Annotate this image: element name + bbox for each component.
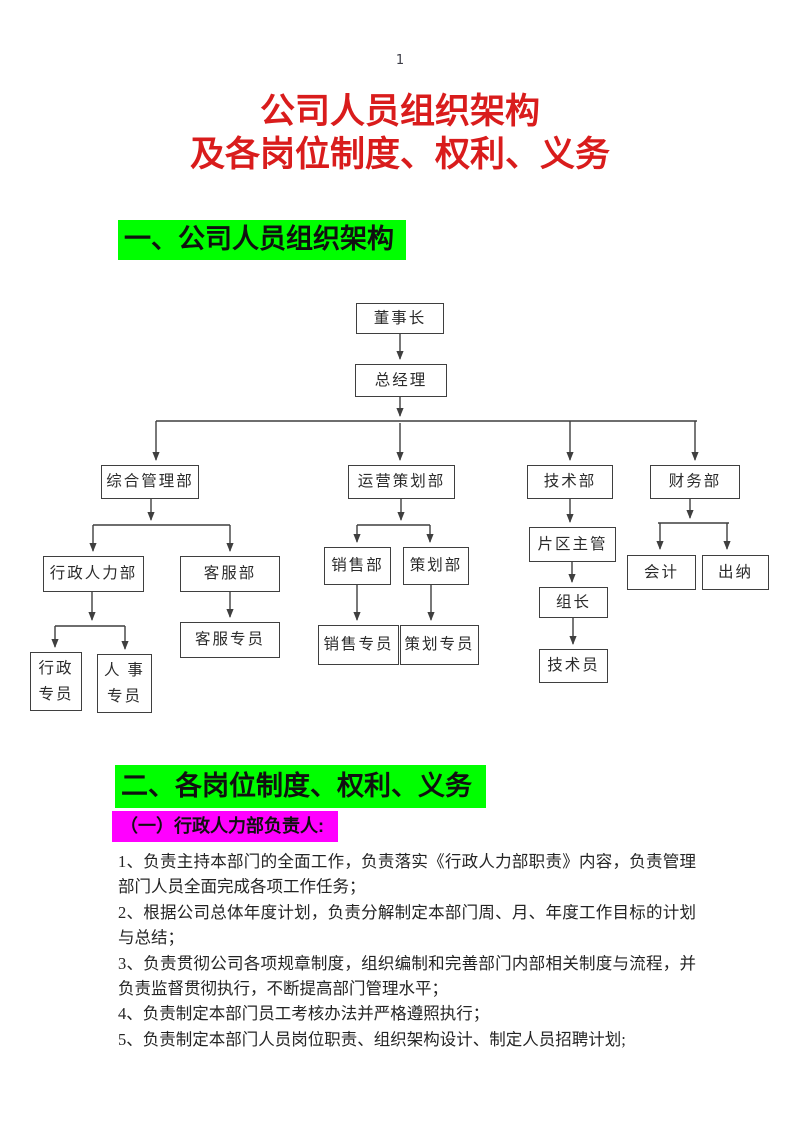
document-title-line2: 及各岗位制度、权利、义务 [189, 135, 610, 174]
org-node-hr-dept: 行政人力部 [43, 556, 144, 592]
org-node-planning-dept: 策划部 [403, 547, 469, 585]
org-node-dept-operations: 运营策划部 [348, 465, 455, 499]
org-node-district-manager: 片区主管 [529, 527, 616, 562]
duty-item: 5、负责制定本部门人员岗位职责、组织架构设计、制定人员招聘计划; [118, 1029, 626, 1049]
org-node-hr-specialist: 人 事专员 [97, 654, 152, 713]
org-node-label: 综合管理部 [106, 473, 194, 490]
org-node-technician: 技术员 [539, 649, 608, 683]
duties-list: 1、负责主持本部门的全面工作，负责落实《行政人力部职责》内容，负责管理部门人员全… [118, 849, 696, 1052]
org-node-accountant: 会计 [627, 555, 696, 590]
org-node-label: 片区主管 [537, 535, 608, 553]
document-title: 公司人员组织架构 及各岗位制度、权利、义务 [0, 90, 800, 176]
org-node-label: 组长 [555, 593, 591, 611]
org-node-dept-tech: 技术部 [527, 465, 613, 499]
page-number: 1 [395, 53, 405, 68]
org-node-label: 行政人力部 [49, 565, 138, 582]
org-node-chairman: 董事长 [356, 303, 444, 334]
org-node-cs-specialist: 客服专员 [180, 622, 280, 658]
org-node-label: 出纳 [717, 563, 753, 581]
org-node-label-line2: 专员 [106, 687, 142, 705]
org-node-label: 技术部 [543, 473, 597, 490]
org-node-label: 销售部 [331, 557, 384, 574]
org-node-label: 客服专员 [194, 631, 265, 648]
org-node-label: 销售专员 [323, 636, 394, 653]
org-node-label: 董事长 [373, 309, 427, 327]
org-node-label: 策划部 [409, 557, 463, 574]
duty-item: 2、根据公司总体年度计划，负责分解制定本部门周、月、年度工作目标的计划与总结； [118, 902, 696, 948]
org-node-planning-specialist: 策划专员 [400, 625, 479, 665]
section-2-heading: 二、各岗位制度、权利、义务 [115, 765, 486, 808]
duty-item: 4、负责制定本部门员工考核办法并严格遵照执行； [118, 1004, 490, 1024]
org-node-cashier: 出纳 [702, 555, 769, 590]
org-node-dept-finance: 财务部 [650, 465, 740, 499]
org-node-admin-specialist: 行政专员 [30, 652, 82, 711]
org-node-label: 策划专员 [404, 636, 475, 653]
duty-item: 3、负责贯彻公司各项规章制度，组织编制和完善部门内部相关制度与流程，并负责监督贯… [118, 953, 696, 999]
section-1-heading: 一、公司人员组织架构 [118, 220, 406, 260]
document-title-line1: 公司人员组织架构 [259, 92, 540, 131]
org-node-label: 财务部 [668, 473, 722, 490]
duty-item: 1、负责主持本部门的全面工作，负责落实《行政人力部职责》内容，负责管理部门人员全… [118, 852, 696, 897]
org-node-general-manager: 总经理 [355, 364, 447, 397]
org-node-label-line2: 专员 [38, 685, 74, 703]
org-node-label: 技术员 [547, 657, 600, 674]
org-node-sales-dept: 销售部 [324, 547, 391, 585]
org-node-dept-admin: 综合管理部 [101, 465, 199, 499]
org-node-group-leader: 组长 [539, 587, 608, 618]
org-node-customer-service: 客服部 [180, 556, 280, 592]
section-2-subheading: （一）行政人力部负责人: [112, 811, 338, 842]
org-node-label: 会计 [643, 563, 679, 581]
org-node-label: 运营策划部 [357, 473, 446, 490]
org-node-label: 总经理 [374, 371, 428, 389]
org-node-label: 客服部 [203, 565, 257, 582]
org-node-label: 行政 [38, 659, 74, 677]
org-node-label: 人 事 [104, 661, 145, 679]
org-node-sales-specialist: 销售专员 [318, 625, 399, 665]
